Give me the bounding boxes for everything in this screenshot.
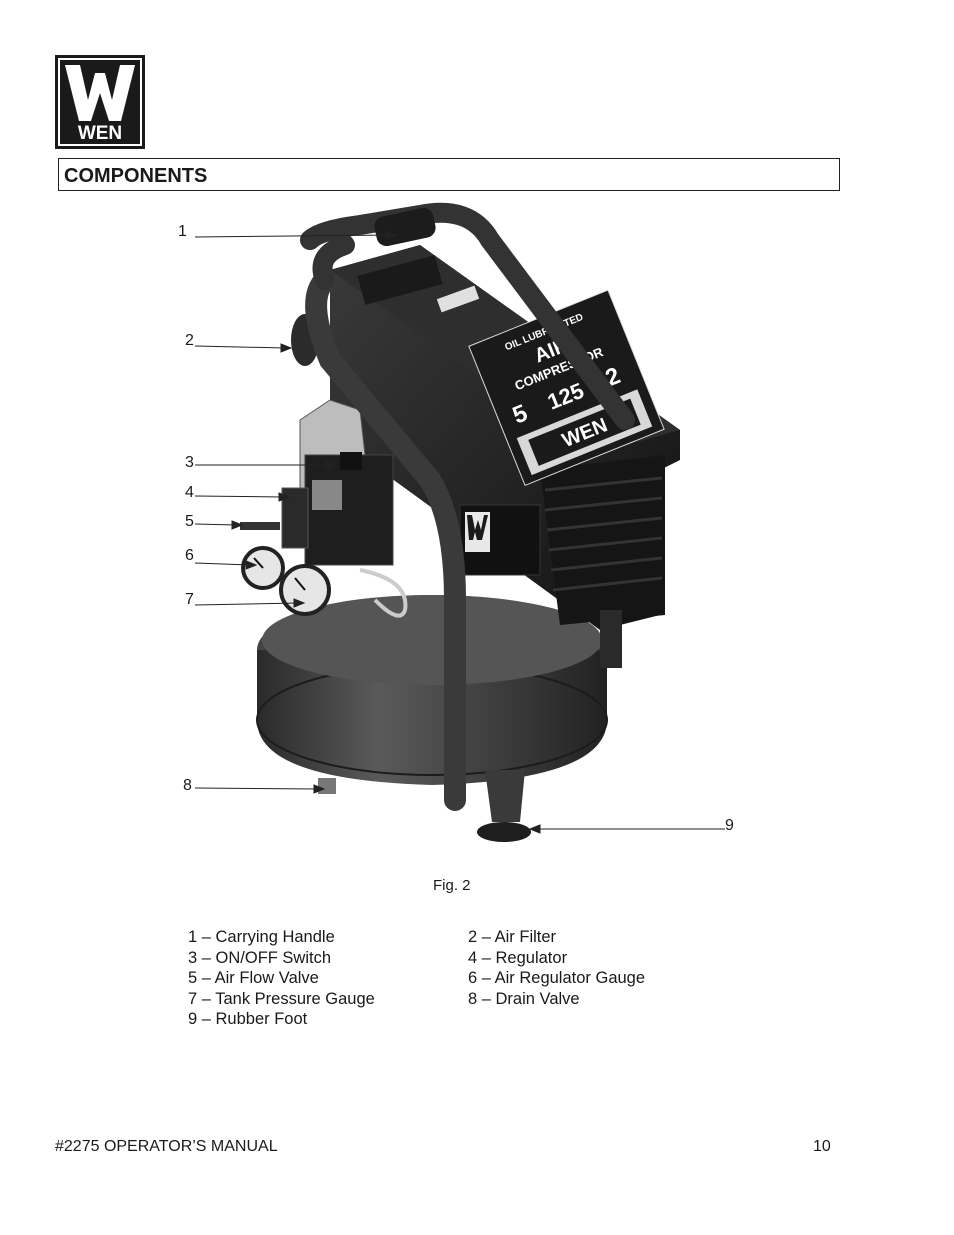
compressor-illustration: OIL LUBRICATED AIR COMPRESSOR 5 125 2 WE… <box>194 202 725 842</box>
legend-item: 2 – Air Filter <box>468 928 557 946</box>
figure-caption: Fig. 2 <box>433 877 471 894</box>
callout-5: 5 <box>185 513 194 530</box>
legend-item: 9 – Rubber Foot <box>188 1010 308 1028</box>
callout-6: 6 <box>185 547 194 564</box>
section-header: COMPONENTS <box>58 158 840 191</box>
callout-3: 3 <box>185 454 194 471</box>
legend-item: 4 – Regulator <box>468 948 568 967</box>
callout-1: 1 <box>178 223 187 240</box>
air-regulator-gauge <box>241 546 285 590</box>
legend-left-column: 1 – Carrying Handle 3 – ON/OFF Switch 5 … <box>188 927 375 1030</box>
wen-logo-graphic: WEN <box>55 55 145 149</box>
callout-8: 8 <box>183 777 192 794</box>
wen-logo: WEN <box>55 55 145 149</box>
drain-valve <box>318 778 336 794</box>
callout-4: 4 <box>185 484 194 501</box>
tank <box>256 595 608 785</box>
callout-7: 7 <box>185 591 194 608</box>
footer-page-number: 10 <box>813 1138 831 1155</box>
legend-item: 1 – Carrying Handle <box>188 928 335 946</box>
carrying-handle-frame <box>300 202 635 811</box>
pressure-switch <box>304 452 394 566</box>
logo-text: WEN <box>78 123 122 144</box>
legend-item: 7 – Tank Pressure Gauge <box>188 989 375 1008</box>
rubber-foot <box>477 770 531 842</box>
legend-item: 8 – Drain Valve <box>468 989 580 1008</box>
legend-item: 3 – ON/OFF Switch <box>188 948 332 967</box>
compressor-figure: OIL LUBRICATED AIR COMPRESSOR 5 125 2 WE… <box>0 195 954 865</box>
leader-lines <box>194 230 725 834</box>
rear-foot <box>600 610 622 668</box>
legend-right-column: 2 – Air Filter 4 – Regulator 6 – Air Reg… <box>468 927 645 1009</box>
callout-9: 9 <box>725 817 734 834</box>
front-badge <box>459 504 541 576</box>
legend-item: 5 – Air Flow Valve <box>188 969 319 987</box>
tank-pressure-gauge <box>279 564 331 616</box>
air-flow-valve <box>240 522 280 530</box>
footer-manual-title: #2275 OPERATOR’S MANUAL <box>55 1138 278 1155</box>
callout-2: 2 <box>185 332 194 349</box>
label-panel: OIL LUBRICATED AIR COMPRESSOR 5 125 2 WE… <box>468 289 665 487</box>
section-title: COMPONENTS <box>64 165 208 187</box>
legend-item: 6 – Air Regulator Gauge <box>468 969 646 987</box>
